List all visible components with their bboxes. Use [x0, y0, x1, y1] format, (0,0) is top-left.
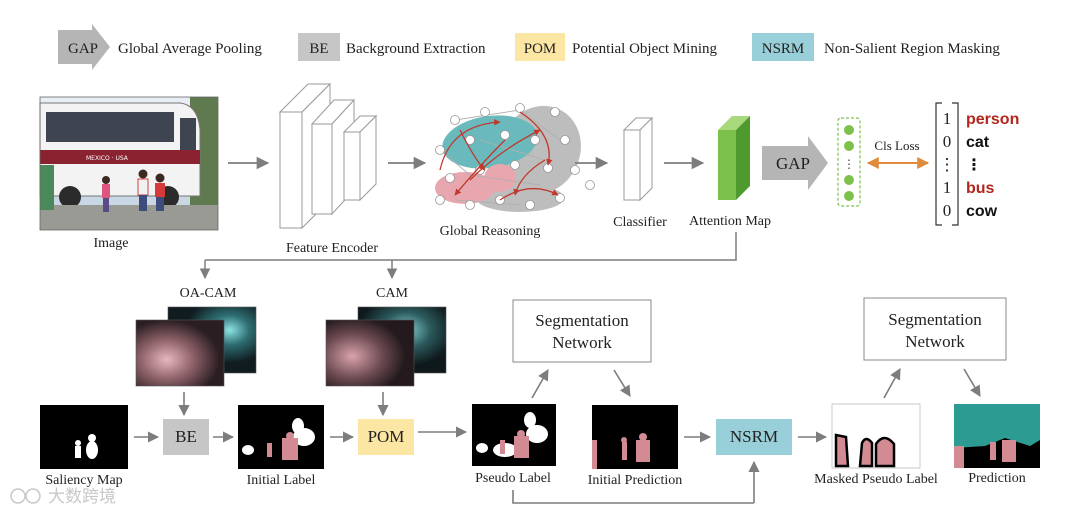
legend-nsrm-text: Non-Salient Region Masking: [824, 41, 1000, 57]
legend-pom-abbr: POM: [524, 41, 557, 57]
oa-cam-caption: OA-CAM: [180, 286, 237, 301]
class-vector-value: 0: [943, 201, 952, 220]
gap-operation: GAP: [762, 136, 828, 190]
legend-nsrm-abbr: NSRM: [762, 41, 805, 57]
cam-feedback-lines: [199, 232, 737, 280]
class-vector-value: 1: [943, 178, 952, 197]
arrow-pseudo-to-segnet1: [531, 369, 549, 399]
pseudo-label-map: [472, 404, 556, 466]
nsrm-swatch: [752, 33, 814, 61]
class-vector-value: ⋮: [939, 155, 956, 174]
class-vector-label: ⋮: [966, 157, 982, 174]
legend-be-text: Background Extraction: [346, 41, 486, 57]
legend-nsrm: NSRM Non-Salient Region Masking: [752, 33, 1000, 61]
seg-net-1-line1: Segmentation: [535, 311, 629, 330]
route-pseudo-to-nsrm: [512, 490, 754, 504]
be-swatch: [298, 33, 340, 61]
initial-prediction-map: [592, 405, 678, 469]
seg-net-2-line1: Segmentation: [888, 310, 982, 329]
be-box-label: BE: [175, 427, 197, 446]
class-vector-value: 0: [943, 132, 952, 151]
global-reasoning-caption: Global Reasoning: [440, 224, 541, 239]
legend-pom-text: Potential Object Mining: [572, 41, 717, 57]
initial-label-map: [238, 405, 324, 469]
cam-maps: [325, 306, 447, 387]
oa-cam-maps: [135, 306, 257, 387]
watermark-logo-icon: [10, 488, 26, 504]
attention-map-caption: Attention Map: [689, 214, 771, 229]
pom-swatch: [515, 33, 565, 61]
watermark: 大数跨境: [10, 487, 116, 507]
legend-be-abbr: BE: [309, 41, 328, 57]
class-vector-label: bus: [966, 180, 995, 197]
seg-net-1-line2: Network: [552, 333, 612, 352]
arrow-segnet1-to-initial-pred: [613, 369, 631, 397]
legend-be: BE Background Extraction: [298, 33, 486, 61]
class-vector-label: person: [966, 111, 1019, 128]
prediction-caption: Prediction: [968, 471, 1026, 486]
masked-pseudo-label-caption: Masked Pseudo Label: [814, 472, 938, 487]
bus-sign-text: MEXICO · USA: [86, 155, 129, 162]
legend: GAP Global Average Pooling BE Background…: [58, 24, 1000, 70]
gap-large-arrow-icon: [762, 136, 828, 190]
feature-encoder-caption: Feature Encoder: [286, 241, 378, 256]
saliency-map-caption: Saliency Map: [45, 473, 122, 488]
class-vector-value: 1: [943, 109, 952, 128]
initial-prediction-caption: Initial Prediction: [588, 473, 682, 488]
pom-box-label: POM: [368, 427, 405, 446]
arrow-masked-to-segnet2: [883, 368, 901, 399]
pseudo-label-caption: Pseudo Label: [475, 471, 551, 486]
arrow-segnet2-to-prediction: [963, 368, 981, 397]
saliency-map: [40, 405, 128, 469]
legend-gap: GAP Global Average Pooling: [58, 24, 262, 70]
cls-loss-label: Cls Loss: [874, 138, 919, 153]
cls-loss: Cls Loss: [866, 138, 930, 169]
gap-label: GAP: [776, 154, 810, 173]
global-reasoning-graph: [435, 103, 595, 212]
gap-arrow-icon: [58, 24, 110, 70]
attention-map-block: [718, 116, 750, 200]
prediction-map: [954, 404, 1040, 468]
be-box: BE: [163, 419, 209, 455]
nsrm-box-label: NSRM: [730, 427, 778, 446]
class-vector-label: cat: [966, 134, 990, 151]
masked-pseudo-label-map: [831, 403, 921, 469]
classifier-caption: Classifier: [613, 215, 667, 230]
image-caption: Image: [94, 236, 129, 251]
pooled-vector: ⋮: [837, 117, 861, 207]
people-figures: [40, 165, 165, 212]
class-vector-label: cow: [966, 203, 998, 220]
class-label-vector: 1 person 0 cat ⋮ ⋮ 1 bus 0 cow: [935, 102, 1019, 226]
input-image: MEXICO · USA: [39, 96, 219, 231]
pom-box: POM: [358, 419, 414, 455]
watermark-text: 大数跨境: [48, 487, 116, 507]
segmentation-network-1: Segmentation Network: [512, 299, 652, 363]
nsrm-box: NSRM: [716, 419, 792, 455]
legend-pom: POM Potential Object Mining: [515, 33, 717, 61]
segmentation-network-2: Segmentation Network: [863, 297, 1007, 361]
vector-ellipsis: ⋮: [843, 157, 855, 171]
legend-gap-text: Global Average Pooling: [118, 41, 262, 57]
initial-label-caption: Initial Label: [247, 473, 316, 488]
seg-net-2-line2: Network: [905, 332, 965, 351]
cam-caption: CAM: [376, 286, 408, 301]
legend-gap-abbr: GAP: [68, 41, 98, 57]
classifier-block: [622, 116, 654, 202]
feature-encoder: [278, 82, 378, 230]
